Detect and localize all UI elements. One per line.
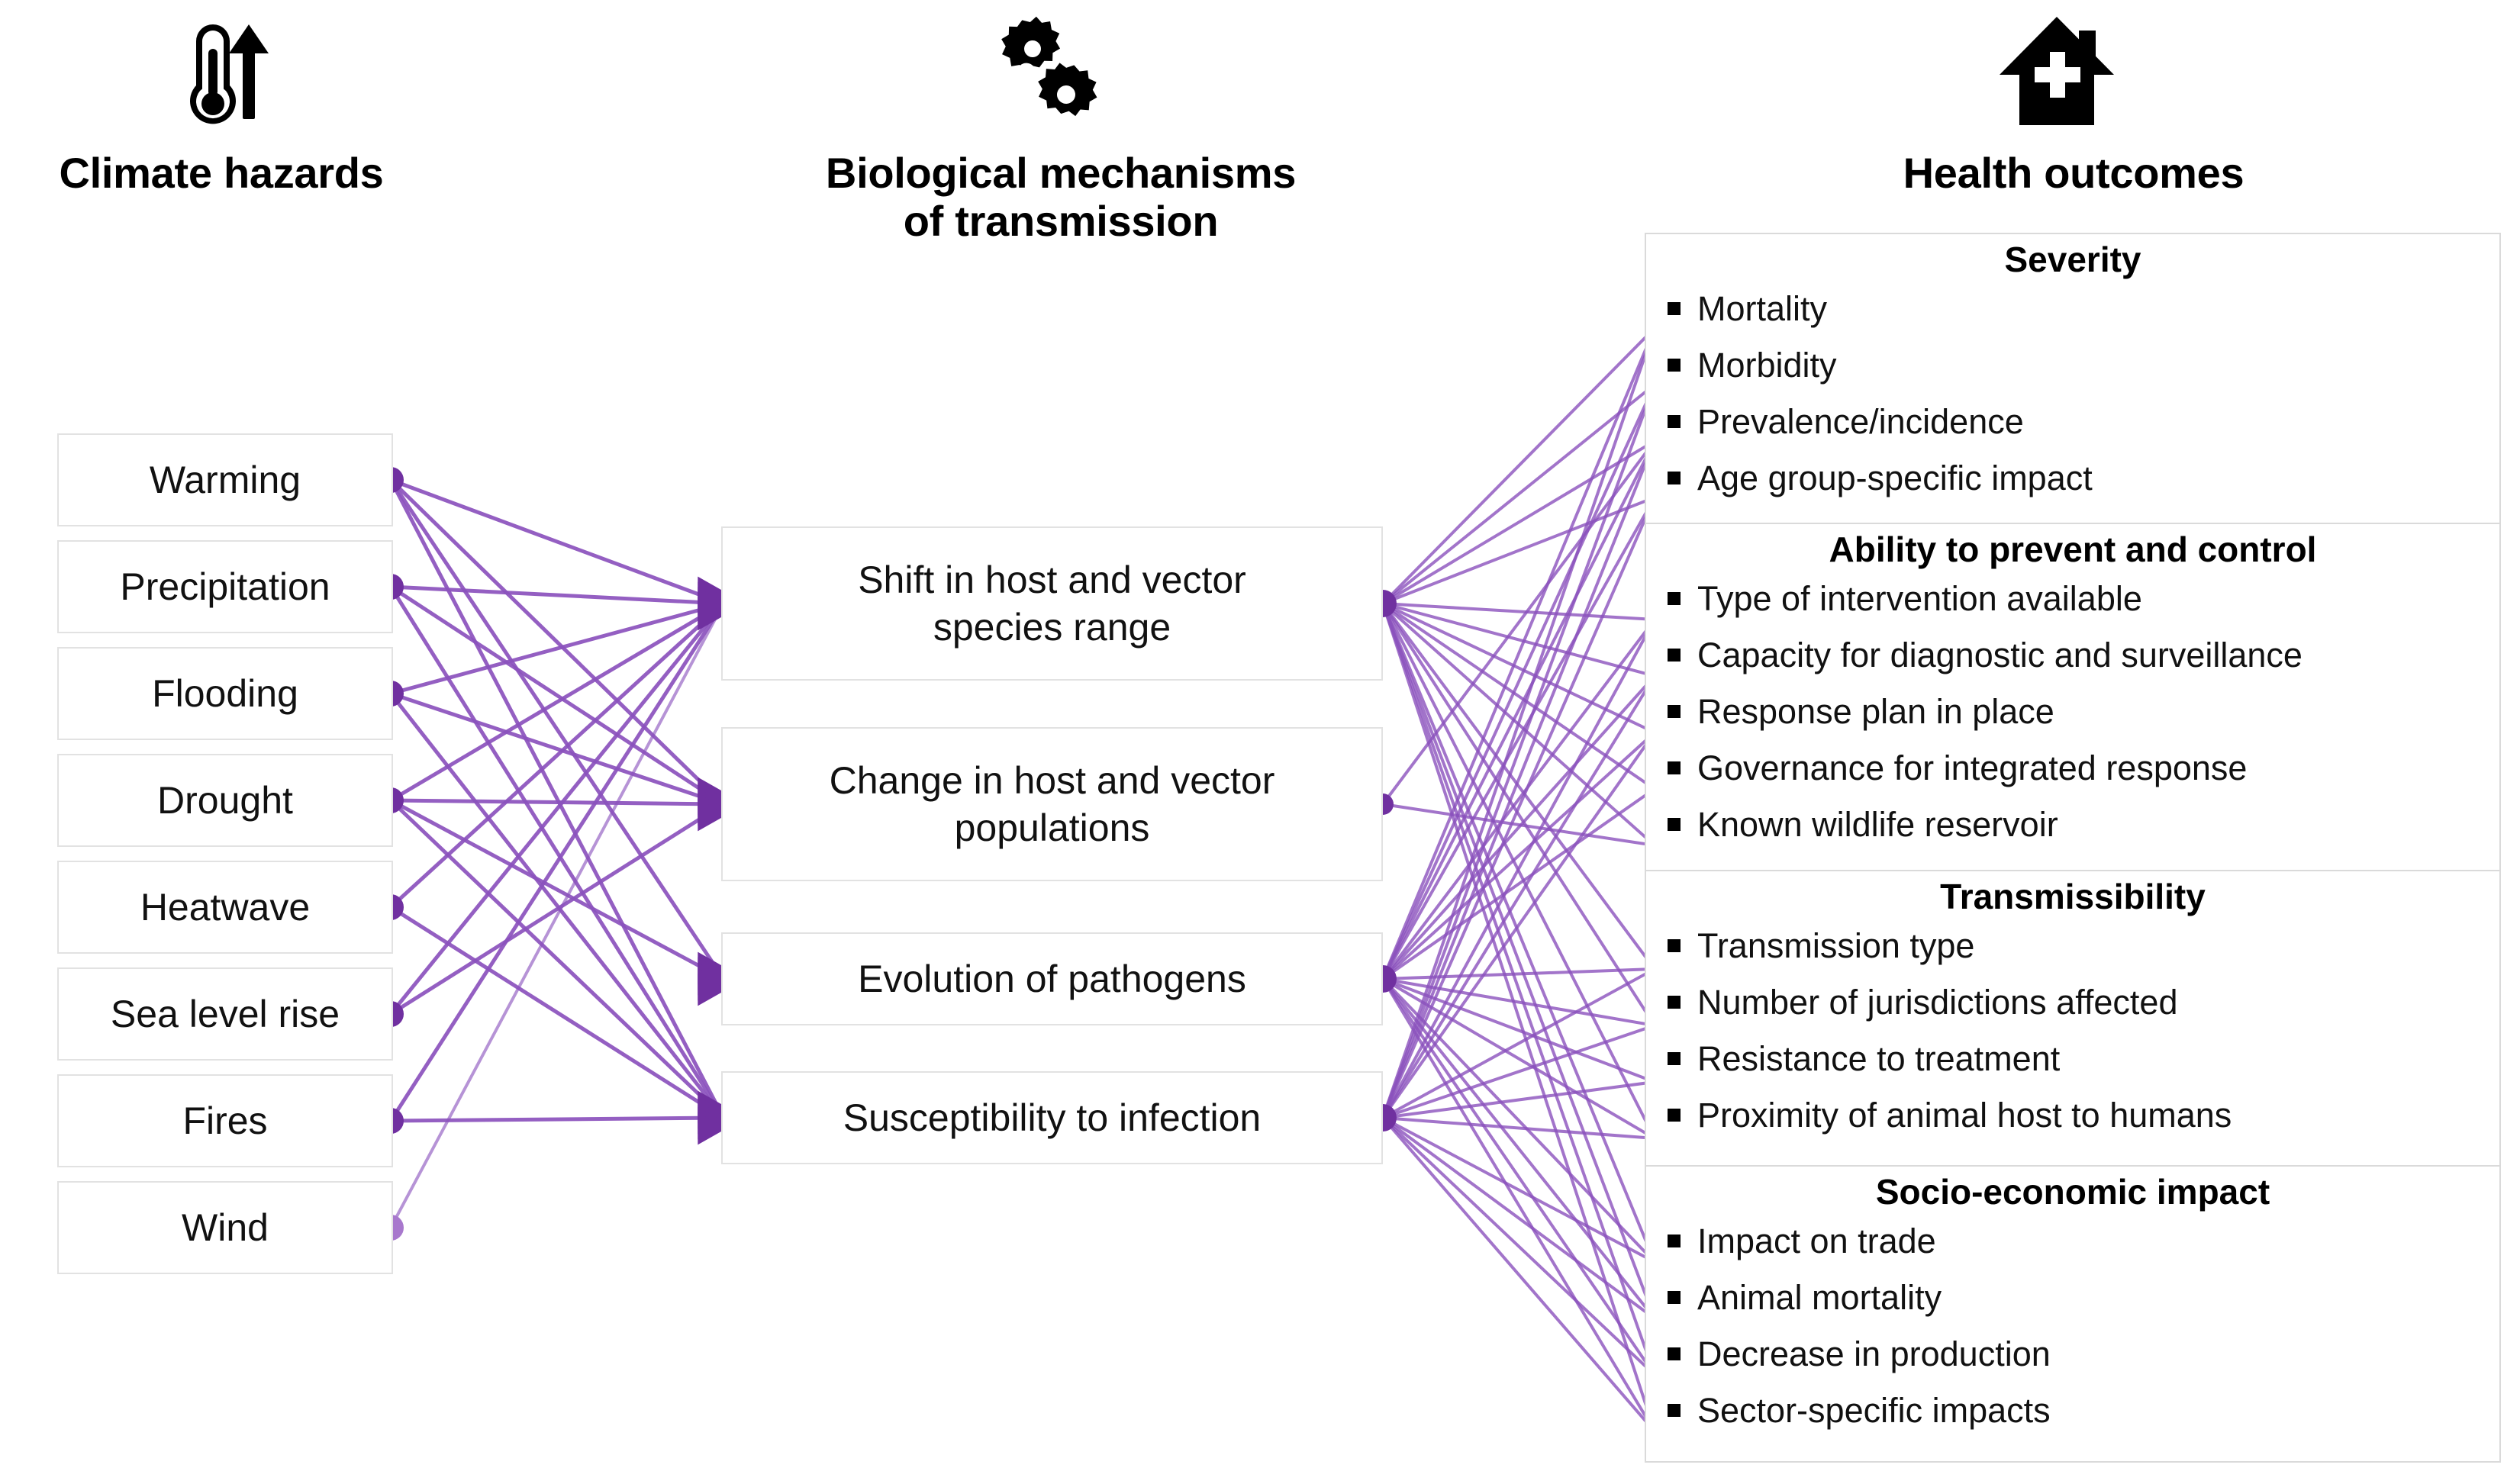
outcome-item-label: Mortality: [1697, 288, 1828, 328]
bullet-square-icon: [1668, 471, 1681, 484]
outcome-item-label: Known wildlife reservoir: [1697, 804, 2058, 844]
bullet-square-icon: [1668, 938, 1681, 952]
outcome-section-title: Socio-economic impact: [1875, 1172, 2270, 1212]
outcome-item[interactable]: Sector-specific impacts: [1646, 1382, 2499, 1438]
bullet-square-icon: [1668, 1290, 1681, 1304]
outcome-item-label: Decrease in production: [1697, 1334, 2051, 1373]
bullet-square-icon: [1668, 358, 1681, 372]
hazard-box-drought[interactable]: Drought: [57, 754, 393, 847]
outcome-item-label: Type of intervention available: [1697, 578, 2142, 618]
health-outcomes-panel: Severity Mortality Morbidity Prevalence/…: [1645, 233, 2501, 1463]
outcome-item[interactable]: Mortality: [1646, 280, 2499, 336]
outcome-item[interactable]: Decrease in production: [1646, 1325, 2499, 1382]
outcome-item-label: Proximity of animal host to humans: [1697, 1095, 2232, 1135]
outcome-item[interactable]: Animal mortality: [1646, 1269, 2499, 1325]
outcome-item[interactable]: Transmission type: [1646, 917, 2499, 974]
outcome-item-label: Impact on trade: [1697, 1221, 1936, 1260]
outcome-item-label: Morbidity: [1697, 345, 1837, 385]
column-header-climate-hazards: Climate hazards: [59, 149, 384, 197]
bullet-square-icon: [1668, 1403, 1681, 1417]
outcome-item-label: Response plan in place: [1697, 691, 2054, 731]
hazard-box-wind[interactable]: Wind: [57, 1181, 393, 1274]
bullet-square-icon: [1668, 648, 1681, 662]
outcome-item-label: Animal mortality: [1697, 1277, 1942, 1317]
bullet-square-icon: [1668, 414, 1681, 428]
column-header-health-outcomes: Health outcomes: [1903, 149, 2244, 197]
outcome-item-label: Prevalence/incidence: [1697, 401, 2024, 441]
hazard-box-heatwave[interactable]: Heatwave: [57, 861, 393, 954]
hazard-box-sea-level-rise[interactable]: Sea level rise: [57, 967, 393, 1061]
outcome-item-label: Age group-specific impact: [1697, 458, 2093, 497]
bullet-square-icon: [1668, 1051, 1681, 1065]
bullet-square-icon: [1668, 591, 1681, 605]
outcome-item[interactable]: Capacity for diagnostic and surveillance: [1646, 626, 2499, 683]
hazard-box-fires[interactable]: Fires: [57, 1074, 393, 1167]
outcome-item[interactable]: Prevalence/incidence: [1646, 393, 2499, 449]
column-header-biological-mechanisms: Biological mechanisms of transmission: [825, 149, 1297, 245]
outcome-item[interactable]: Proximity of animal host to humans: [1646, 1086, 2499, 1143]
outcome-item[interactable]: Type of intervention available: [1646, 570, 2499, 626]
hazard-box-precipitation[interactable]: Precipitation: [57, 540, 393, 633]
outcome-item[interactable]: Impact on trade: [1646, 1212, 2499, 1269]
outcome-item[interactable]: Response plan in place: [1646, 683, 2499, 739]
outcome-item[interactable]: Number of jurisdictions affected: [1646, 974, 2499, 1030]
thermometer-arrow-up-icon: [190, 24, 269, 124]
outcome-section-title: Severity: [2004, 240, 2141, 279]
outcome-section-ability-to-prevent-and-control: Ability to prevent and control Type of i…: [1646, 524, 2499, 871]
outcome-section-socio-economic-impact: Socio-economic impact Impact on trade An…: [1646, 1167, 2499, 1461]
bullet-square-icon: [1668, 301, 1681, 315]
hospital-house-cross-icon: [2000, 17, 2114, 125]
bullet-square-icon: [1668, 1108, 1681, 1122]
hazard-box-flooding[interactable]: Flooding: [57, 647, 393, 740]
outcome-item-label: Resistance to treatment: [1697, 1038, 2061, 1078]
outcome-item[interactable]: Known wildlife reservoir: [1646, 796, 2499, 852]
outcome-section-severity: Severity Mortality Morbidity Prevalence/…: [1646, 234, 2499, 524]
bullet-square-icon: [1668, 995, 1681, 1009]
mechanism-box-change-host-vector-populations[interactable]: Change in host and vector populations: [721, 727, 1383, 881]
bullet-square-icon: [1668, 704, 1681, 718]
outcome-item-label: Capacity for diagnostic and surveillance: [1697, 635, 2302, 674]
outcome-section-title: Ability to prevent and control: [1829, 530, 2317, 569]
outcome-item[interactable]: Resistance to treatment: [1646, 1030, 2499, 1086]
mechanism-box-evolution-of-pathogens[interactable]: Evolution of pathogens: [721, 932, 1383, 1025]
outcome-item-label: Sector-specific impacts: [1697, 1390, 2051, 1430]
hazard-box-warming[interactable]: Warming: [57, 433, 393, 526]
mechanism-box-shift-host-vector-species-range[interactable]: Shift in host and vector species range: [721, 526, 1383, 681]
bullet-square-icon: [1668, 1234, 1681, 1247]
mechanism-box-susceptibility-to-infection[interactable]: Susceptibility to infection: [721, 1071, 1383, 1164]
bullet-square-icon: [1668, 761, 1681, 774]
bullet-square-icon: [1668, 817, 1681, 831]
outcome-item[interactable]: Age group-specific impact: [1646, 449, 2499, 506]
outcome-item-label: Governance for integrated response: [1697, 748, 2248, 787]
outcome-item-label: Number of jurisdictions affected: [1697, 982, 2178, 1022]
outcome-section-transmissibility: Transmissibility Transmission type Numbe…: [1646, 871, 2499, 1167]
bullet-square-icon: [1668, 1347, 1681, 1360]
outcome-item[interactable]: Governance for integrated response: [1646, 739, 2499, 796]
outcome-item[interactable]: Morbidity: [1646, 336, 2499, 393]
outcome-item-label: Transmission type: [1697, 925, 1975, 965]
gears-microbe-icon: [1001, 16, 1097, 117]
outcome-section-title: Transmissibility: [1940, 877, 2206, 916]
